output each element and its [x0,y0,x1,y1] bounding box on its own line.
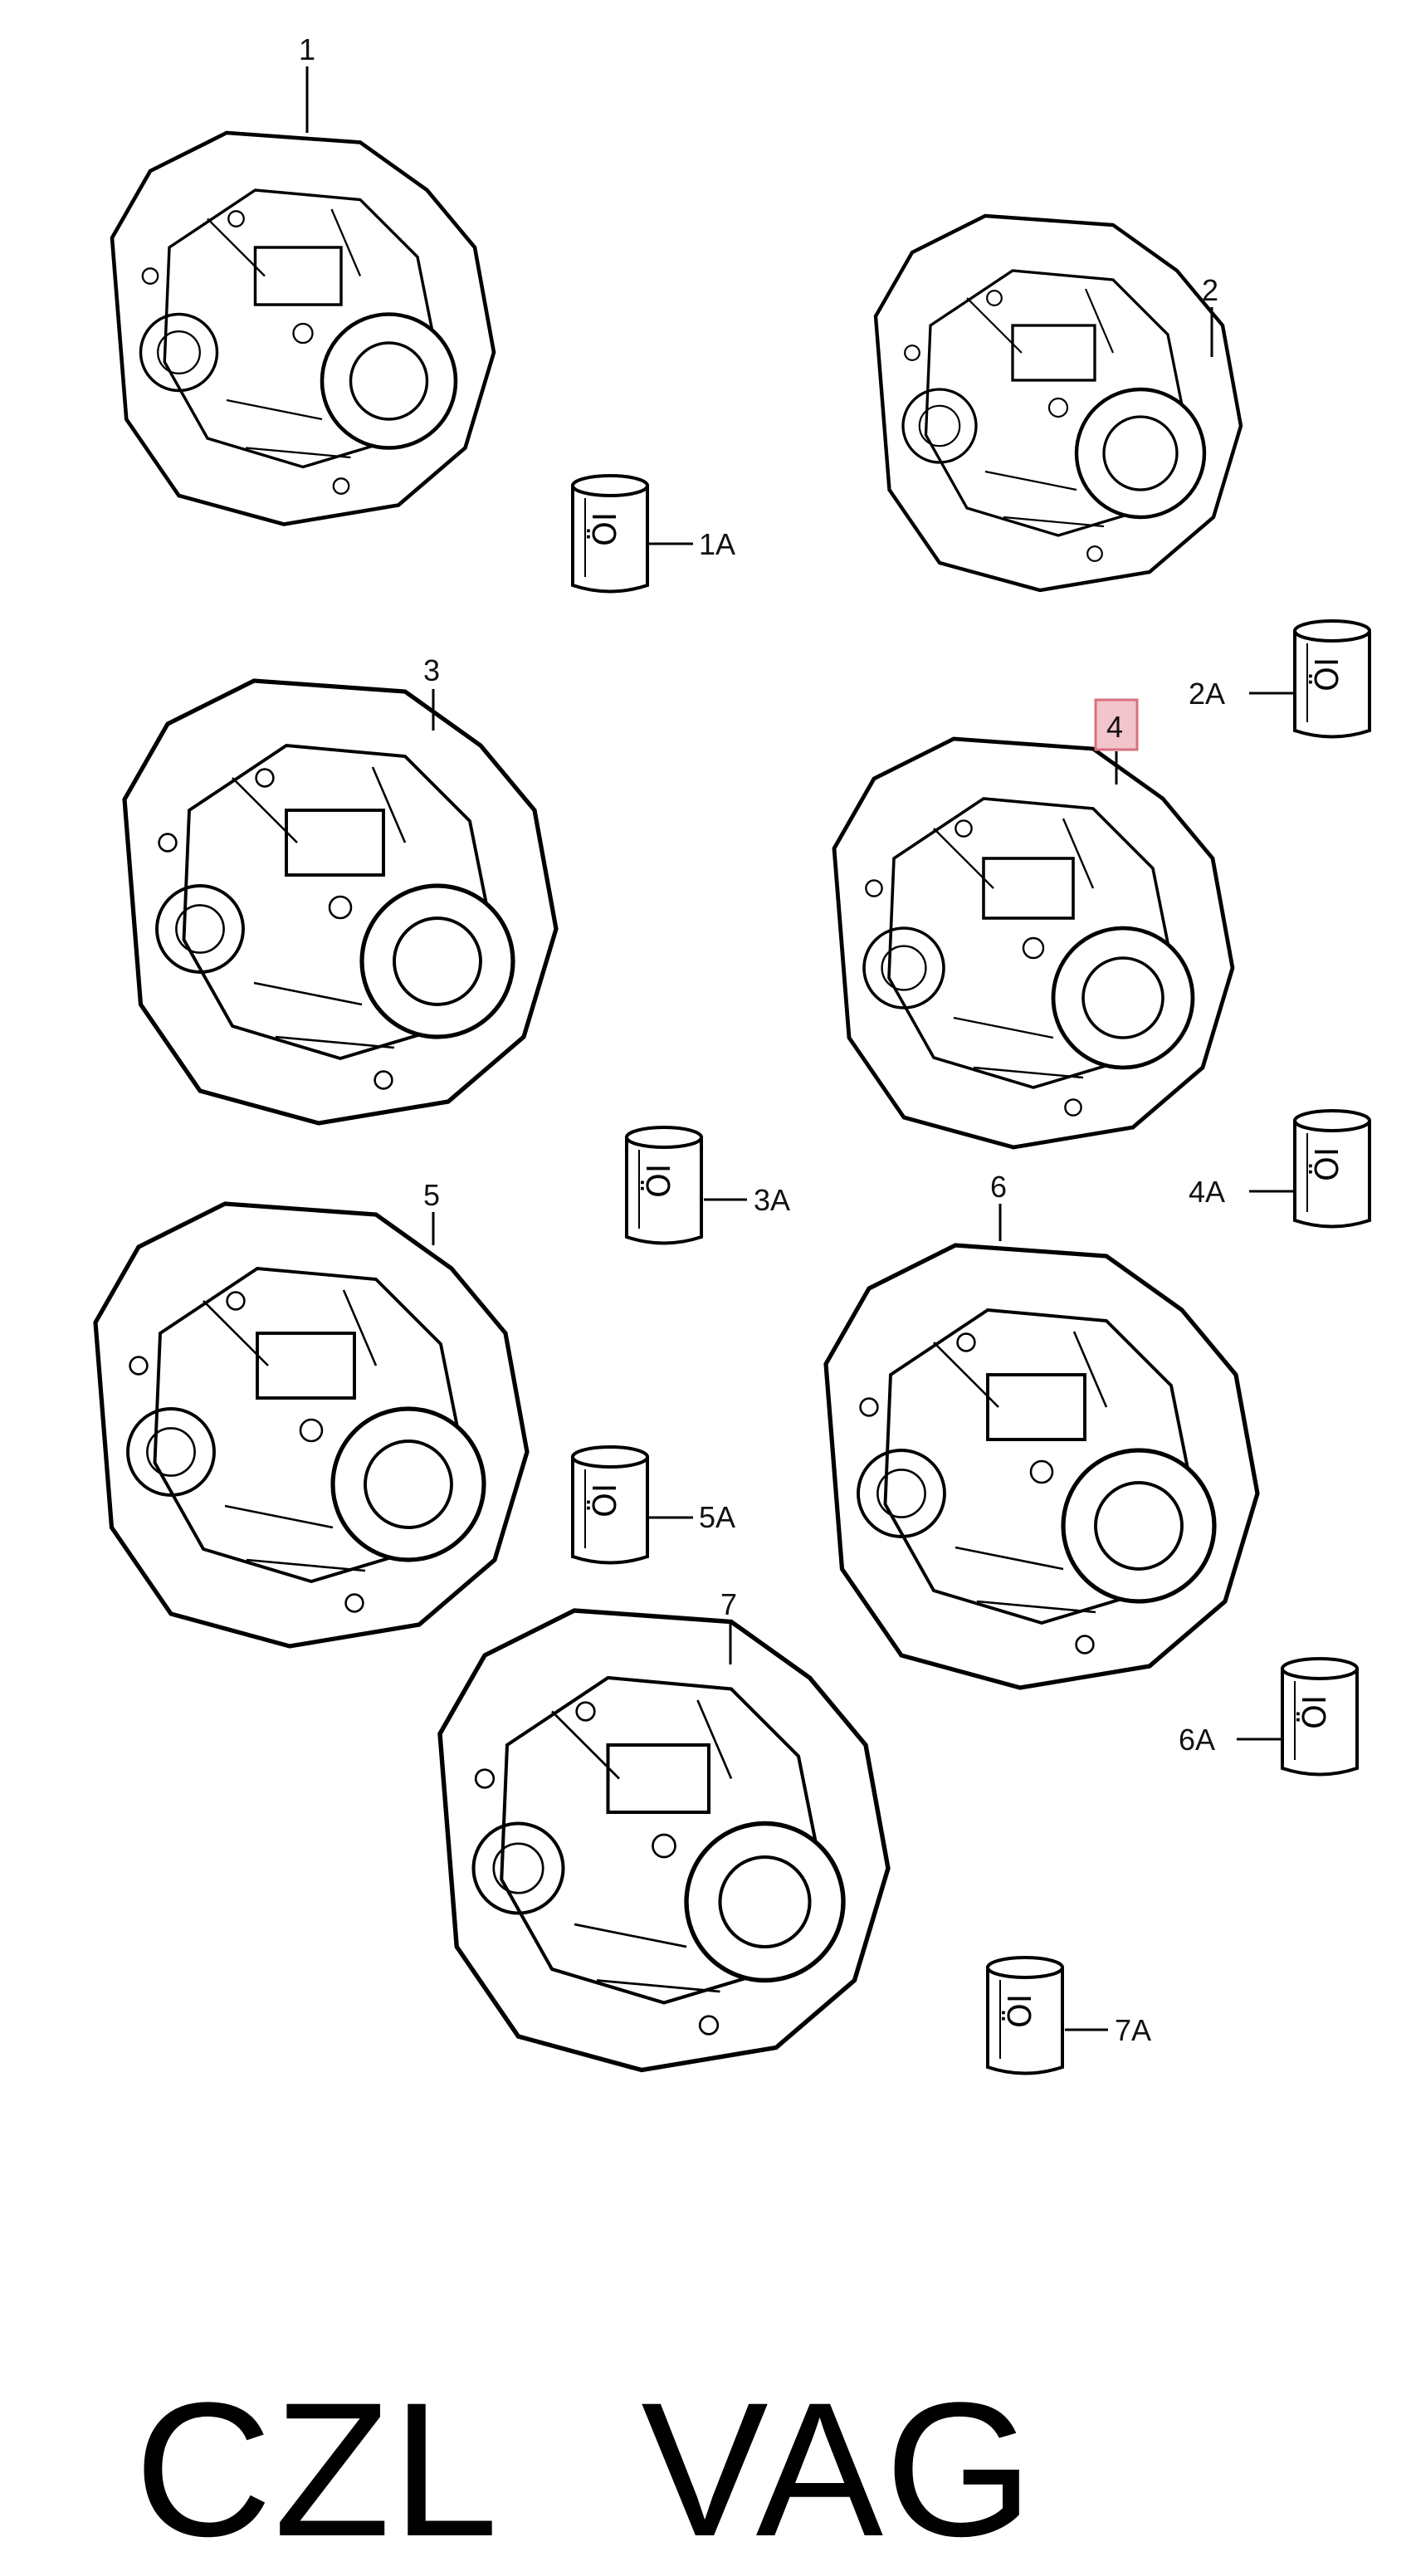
gearbox-6-icon [826,1245,1257,1688]
callout-4-highlight [1094,698,1139,751]
oil-can-6a-icon [1281,1657,1359,1777]
callout-7a[interactable]: 7A [1115,2013,1151,2047]
gearbox-4-icon [834,739,1233,1147]
gearbox-2-icon [876,216,1241,590]
footer-code: CZL [134,2363,500,2576]
callout-5[interactable]: 5 [423,1178,440,1212]
callout-5a[interactable]: 5A [699,1500,735,1534]
gearbox-1-icon [112,133,494,525]
callout-2[interactable]: 2 [1202,273,1218,307]
gearbox-7-icon [440,1611,888,2070]
oil-can-7a-icon [986,1956,1064,2075]
callout-4a[interactable]: 4A [1189,1175,1225,1209]
gearbox-5-icon [95,1204,527,1646]
callout-3a[interactable]: 3A [754,1183,790,1217]
oil-can-5a-icon [571,1445,649,1565]
gearbox-3-icon [124,681,556,1123]
oil-can-3a-icon [625,1126,703,1245]
callout-1[interactable]: 1 [299,32,315,66]
footer-brand: VAG [641,2363,1035,2576]
callout-7[interactable]: 7 [720,1587,737,1621]
callout-2a[interactable]: 2A [1189,677,1225,711]
callout-6a[interactable]: 6A [1179,1723,1215,1757]
oil-can-4a-icon [1293,1109,1371,1229]
callout-4[interactable]: 4 [1106,710,1123,744]
oil-can-1a-icon [571,474,649,594]
callout-1a[interactable]: 1A [699,527,735,561]
callout-6[interactable]: 6 [990,1170,1007,1204]
callout-3[interactable]: 3 [423,653,440,687]
oil-can-2a-icon [1293,619,1371,739]
